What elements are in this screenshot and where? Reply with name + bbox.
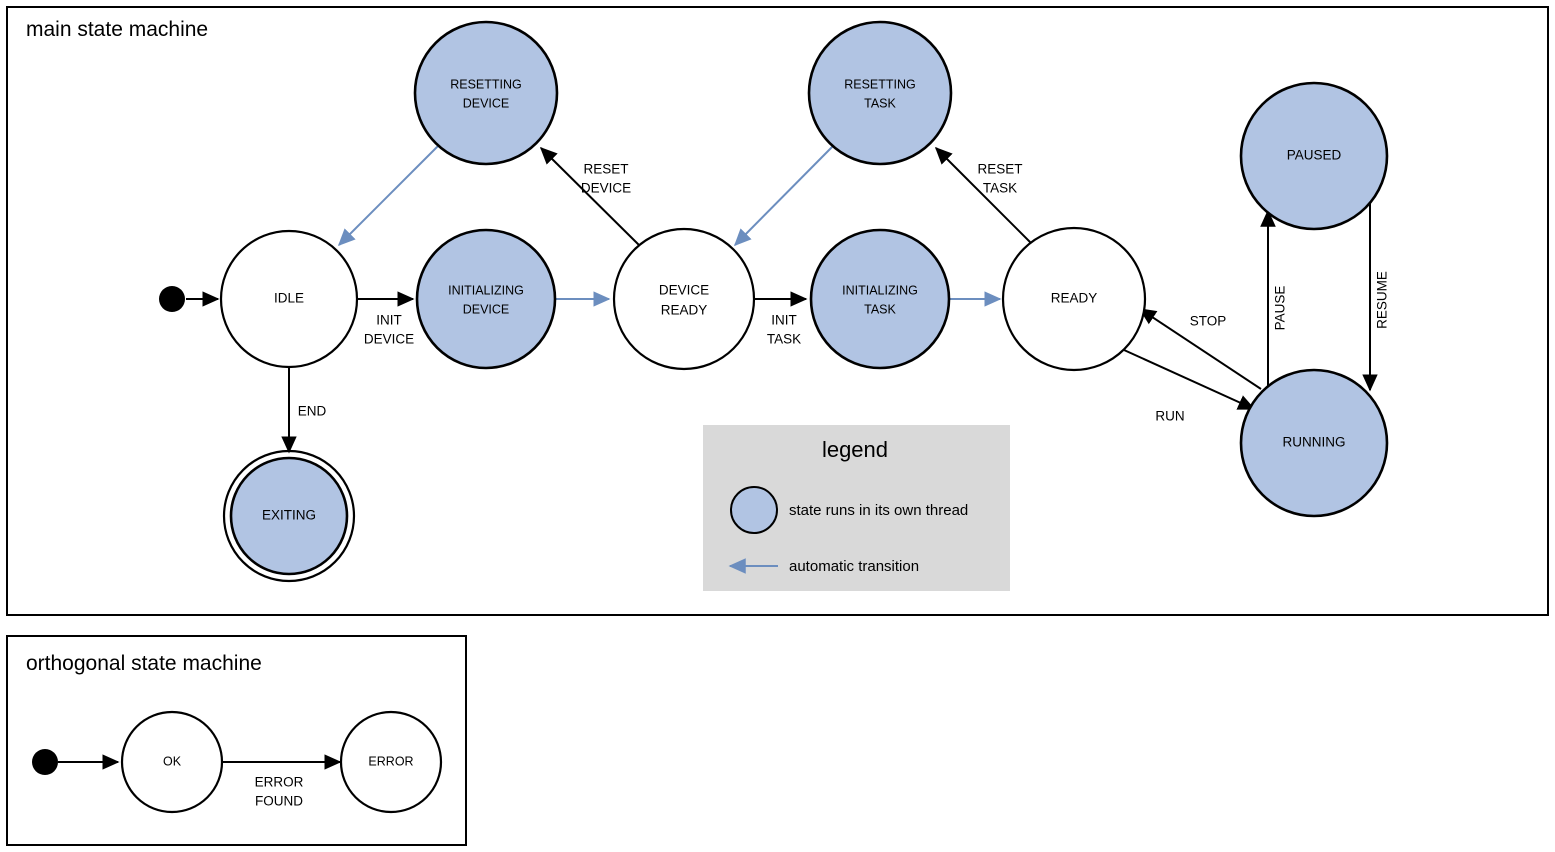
- transition-label-error-found-line2: FOUND: [255, 794, 303, 809]
- state-initializing-device-label-line2: DEVICE: [463, 302, 510, 316]
- transition-label-init-device-line1: INIT: [376, 313, 402, 328]
- transition-label-reset-task-line2: TASK: [983, 181, 1017, 196]
- state-device-ready-label-line2: READY: [661, 303, 708, 318]
- transition-label-error-found-line1: ERROR: [255, 775, 304, 790]
- state-initializing-task[interactable]: INITIALIZING TASK: [809, 228, 951, 370]
- state-resetting-task[interactable]: RESETTING TASK: [807, 20, 953, 166]
- state-ok[interactable]: OK: [120, 710, 224, 814]
- state-paused[interactable]: PAUSED: [1239, 81, 1389, 231]
- transition-label-init-task-line1: INIT: [771, 313, 797, 328]
- transition-label-reset-device-line1: RESET: [583, 162, 628, 177]
- transition-resetting-device-idle: [337, 144, 440, 247]
- legend-item-auto-transition-label: automatic transition: [789, 558, 919, 575]
- transition-ready-running: RUN: [1123, 349, 1256, 424]
- state-resetting-device[interactable]: RESETTING DEVICE: [413, 20, 559, 166]
- state-initializing-device-label-line1: INITIALIZING: [448, 283, 524, 297]
- state-exiting[interactable]: EXITING: [222, 449, 356, 583]
- legend-item-thread-state-label: state runs in its own thread: [789, 502, 968, 519]
- state-device-ready[interactable]: DEVICE READY: [612, 227, 756, 371]
- initial-state-dot: [159, 286, 185, 312]
- state-ready-label: READY: [1051, 291, 1098, 306]
- state-idle-label: IDLE: [274, 291, 304, 306]
- orthogonal-states: OK ERROR: [32, 710, 443, 814]
- main-states: IDLE INITIALIZING DEVICE RESETTING DEVIC…: [159, 20, 1389, 583]
- orthogonal-transitions: ERROR FOUND: [58, 754, 342, 809]
- transition-running-ready: STOP: [1138, 308, 1262, 390]
- state-error-label: ERROR: [368, 754, 413, 768]
- legend-item-thread-state: state runs in its own thread: [730, 486, 968, 534]
- thread-state-swatch-icon: [730, 486, 778, 534]
- state-initializing-task-label-line1: INITIALIZING: [842, 283, 918, 297]
- state-running-label: RUNNING: [1283, 435, 1346, 450]
- state-running[interactable]: RUNNING: [1239, 368, 1389, 518]
- state-initializing-device[interactable]: INITIALIZING DEVICE: [415, 228, 557, 370]
- transition-paused-running: RESUME: [1362, 202, 1390, 392]
- state-ready[interactable]: READY: [1001, 226, 1147, 372]
- transition-device-ready-initializing-task: INIT TASK: [754, 291, 808, 347]
- main-frame-title: main state machine: [26, 18, 208, 41]
- state-resetting-task-label-line1: RESETTING: [844, 77, 916, 91]
- transition-idle-exiting: END: [281, 368, 327, 454]
- state-ok-label: OK: [163, 754, 182, 768]
- transition-label-pause: PAUSE: [1273, 286, 1288, 331]
- legend-title: legend: [822, 437, 888, 462]
- transition-label-reset-task-line1: RESET: [977, 162, 1022, 177]
- transition-label-end: END: [298, 404, 327, 419]
- legend: legend state runs in its own thread auto…: [703, 425, 1010, 591]
- state-resetting-device-label-line2: DEVICE: [463, 96, 510, 110]
- transition-label-reset-device-line2: DEVICE: [581, 181, 631, 196]
- state-exiting-label: EXITING: [262, 508, 316, 523]
- main-transitions: INIT DEVICE RESET DEVICE INIT TASK: [186, 144, 1390, 454]
- orthogonal-frame-title: orthogonal state machine: [26, 652, 262, 675]
- transition-label-resume: RESUME: [1375, 271, 1390, 329]
- transition-label-run: RUN: [1155, 409, 1184, 424]
- transition-label-init-task-line2: TASK: [767, 332, 801, 347]
- state-idle[interactable]: IDLE: [219, 229, 359, 369]
- state-paused-label: PAUSED: [1287, 148, 1342, 163]
- transition-ok-error: ERROR FOUND: [223, 754, 342, 809]
- state-resetting-task-label-line2: TASK: [864, 96, 896, 110]
- transition-label-init-device-line2: DEVICE: [364, 332, 414, 347]
- transition-idle-initializing-device: INIT DEVICE: [358, 291, 415, 347]
- orthogonal-initial-state-dot: [32, 749, 58, 775]
- state-error[interactable]: ERROR: [339, 710, 443, 814]
- state-resetting-device-label-line1: RESETTING: [450, 77, 522, 91]
- state-initializing-task-label-line2: TASK: [864, 302, 896, 316]
- transition-ready-resetting-task: RESET TASK: [934, 146, 1038, 250]
- transition-resetting-task-device-ready: [733, 144, 835, 247]
- state-device-ready-label-line1: DEVICE: [659, 283, 709, 298]
- legend-item-auto-transition: automatic transition: [728, 558, 919, 575]
- transition-device-ready-resetting-device: RESET DEVICE: [539, 146, 644, 250]
- transition-running-paused: PAUSE: [1260, 209, 1288, 397]
- transition-label-stop: STOP: [1190, 314, 1227, 329]
